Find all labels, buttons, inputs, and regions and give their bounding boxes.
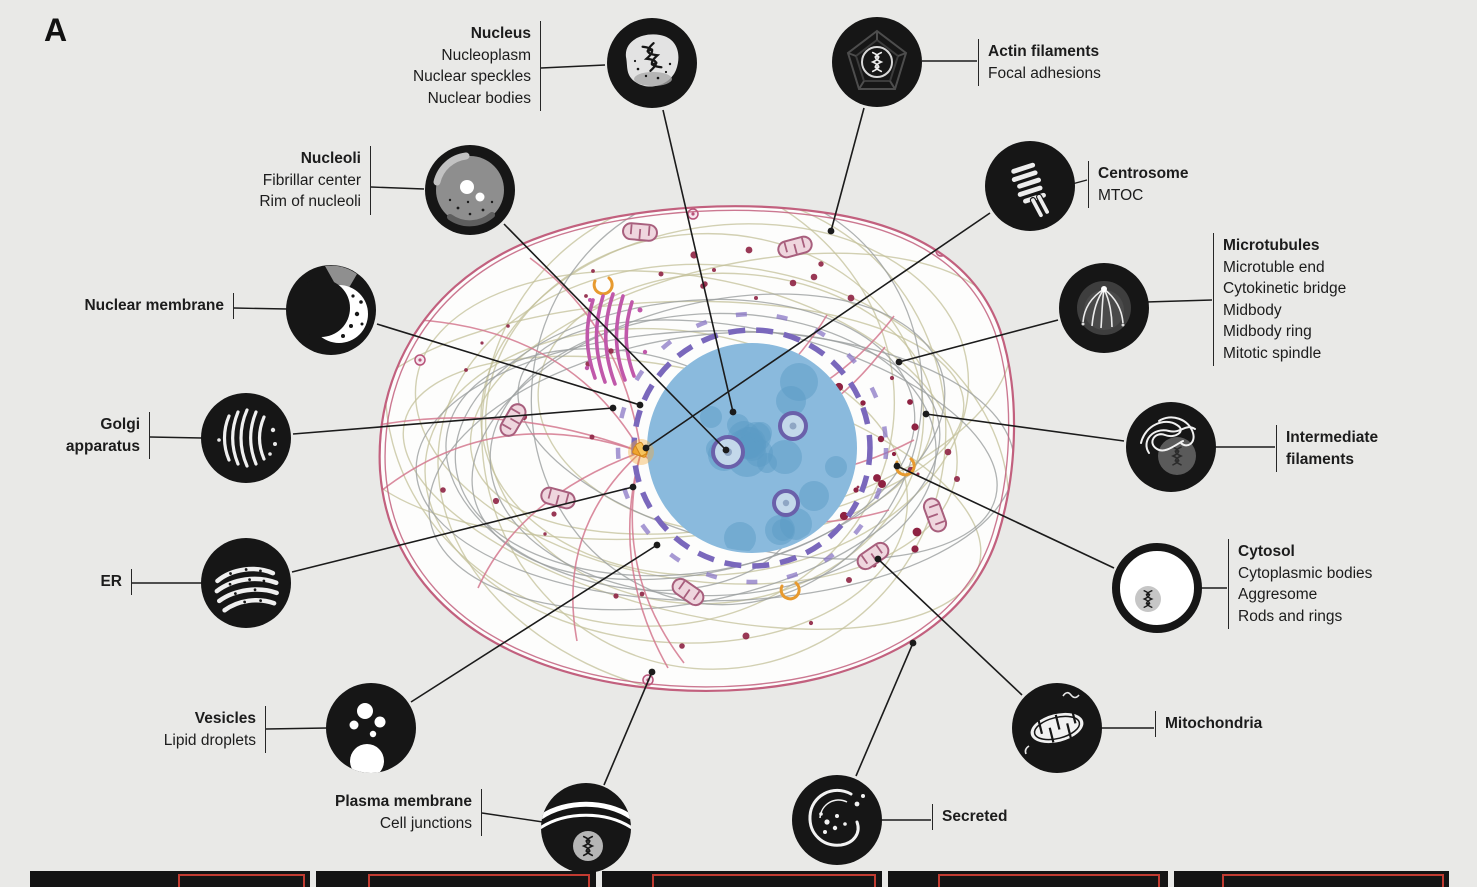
cropped-panel-red-box xyxy=(938,874,1160,887)
organelle-subitem: Microtuble end xyxy=(1223,258,1325,276)
organelle-title: Vesicles xyxy=(194,710,256,727)
organelle-subitem: Focal adhesions xyxy=(988,64,1101,82)
nucleus-icon xyxy=(607,18,697,108)
nuclear-membrane-icon xyxy=(286,265,376,355)
callout-line-nuclear-membrane xyxy=(376,323,641,406)
callout-line-secreted xyxy=(855,642,914,777)
actin-filaments-icon xyxy=(832,17,922,107)
cropped-panel-segment xyxy=(1174,871,1449,887)
label-er: ER xyxy=(100,569,132,595)
callout-anchor-dots xyxy=(609,227,930,676)
label-nuclear-membrane: Nuclear membrane xyxy=(84,293,234,319)
organelle-subitem: Cytoplasmic bodies xyxy=(1238,564,1373,582)
organelle-subitem: Rods and rings xyxy=(1238,607,1343,625)
callout-line-microtubules xyxy=(898,319,1059,363)
label-secreted: Secreted xyxy=(932,804,1007,830)
label-cytosol: Cytosol Cytoplasmic bodies Aggresome Rod… xyxy=(1228,539,1372,629)
callout-lines xyxy=(132,60,1275,823)
organelle-subitem: Lipid droplets xyxy=(163,731,256,749)
callout-line-golgi xyxy=(292,407,614,435)
callout-line-intermediate-filaments xyxy=(925,413,1125,442)
centrosome-icon xyxy=(985,141,1075,231)
mitochondria-icon xyxy=(1012,683,1102,773)
callout-line-centrosome xyxy=(645,212,991,449)
label-golgi-apparatus: Golgi apparatus xyxy=(58,412,150,459)
organelle-title: Nucleoli xyxy=(300,150,361,167)
label-centrosome: Centrosome MTOC xyxy=(1088,161,1188,208)
cropped-panel-segment xyxy=(888,871,1168,887)
cropped-panel-red-box xyxy=(1222,874,1444,887)
label-intermediate-filaments: Intermediate filaments xyxy=(1276,425,1391,472)
cropped-panel-red-box xyxy=(652,874,876,887)
plasma-membrane-outline xyxy=(378,205,1016,693)
cropped-panel-segment xyxy=(30,871,310,887)
organelle-title: Microtubules xyxy=(1223,237,1320,254)
organelle-subitem: Cytokinetic bridge xyxy=(1223,280,1347,297)
golgi-vesicles-graphic xyxy=(584,298,648,371)
nucleoli-icon xyxy=(425,145,515,235)
organelle-subitem: Rim of nucleoli xyxy=(259,193,361,210)
label-actin-filaments: Actin filaments Focal adhesions xyxy=(978,39,1101,86)
callout-line-mitochondria xyxy=(877,558,1023,696)
callout-line-plasma-membrane xyxy=(603,671,653,786)
label-nucleus: Nucleus Nucleoplasm Nuclear speckles Nuc… xyxy=(413,21,541,111)
plasma-membrane-icon xyxy=(541,783,631,873)
organelle-subitem: MTOC xyxy=(1098,186,1144,204)
plasma-membrane-inner-outline xyxy=(384,209,1010,688)
organelle-title: ER xyxy=(100,573,122,590)
label-microtubules: Microtubules Microtuble end Cytokinetic … xyxy=(1213,233,1346,366)
organelle-subitem: Fibrillar center xyxy=(262,171,361,189)
label-plasma-membrane: Plasma membrane Cell junctions xyxy=(335,789,482,836)
intermediate-filaments-icon xyxy=(1126,402,1216,492)
callout-line-actin-filaments xyxy=(830,107,865,232)
organelle-title: Mitochondria xyxy=(1165,715,1263,732)
callout-line-cytosol xyxy=(896,465,1115,569)
organelle-subitem: Nuclear bodies xyxy=(427,89,531,107)
organelle-title: Secreted xyxy=(942,808,1008,825)
microtubules-icon xyxy=(1059,263,1149,353)
organelle-title: Actin filaments xyxy=(988,43,1100,60)
organelle-title: Golgi apparatus xyxy=(65,416,140,455)
organelle-subitem: Midbody xyxy=(1223,301,1282,319)
er-dashes-graphic xyxy=(615,311,889,585)
callout-line-nucleus xyxy=(662,109,734,413)
label-vesicles: Vesicles Lipid droplets xyxy=(164,706,266,753)
centrosome-graphic xyxy=(628,439,654,465)
callout-line-nucleoli xyxy=(503,223,727,451)
organelle-subitem: Mitotic spindle xyxy=(1223,344,1322,362)
organelle-subitem: Cell junctions xyxy=(379,814,472,832)
organelle-subitem: Aggresome xyxy=(1238,586,1318,603)
label-mitochondria: Mitochondria xyxy=(1155,711,1262,737)
callout-line-er xyxy=(291,486,634,573)
organelle-title: Intermediate filaments xyxy=(1286,429,1379,468)
label-nucleoli: Nucleoli Fibrillar center Rim of nucleol… xyxy=(259,146,371,215)
organelle-subitem: Nuclear speckles xyxy=(412,68,531,85)
organelle-title: Plasma membrane xyxy=(335,793,472,810)
organelle-title: Centrosome xyxy=(1098,165,1189,182)
panel-label: A xyxy=(44,12,68,48)
organelle-title: Nuclear membrane xyxy=(84,297,224,314)
golgi-apparatus-icon xyxy=(201,393,291,483)
organelle-title: Nucleus xyxy=(470,25,531,42)
organelle-subitem: Midbody ring xyxy=(1223,323,1312,340)
golgi-graphic xyxy=(585,292,636,386)
callout-line-vesicles xyxy=(410,544,658,703)
vesicles-icon xyxy=(326,683,416,773)
cropped-panel-segment xyxy=(316,871,596,887)
cropped-panel-red-box xyxy=(178,874,305,887)
cytosol-icon xyxy=(1112,543,1202,633)
er-icon xyxy=(201,538,291,628)
cropped-panel-red-box xyxy=(368,874,590,887)
secreted-icon xyxy=(792,775,882,865)
cropped-panel-segment xyxy=(602,871,882,887)
organelle-title: Cytosol xyxy=(1238,543,1295,560)
label-connector-lines xyxy=(132,60,1275,823)
organelle-subitem: Nucleoplasm xyxy=(441,46,531,64)
